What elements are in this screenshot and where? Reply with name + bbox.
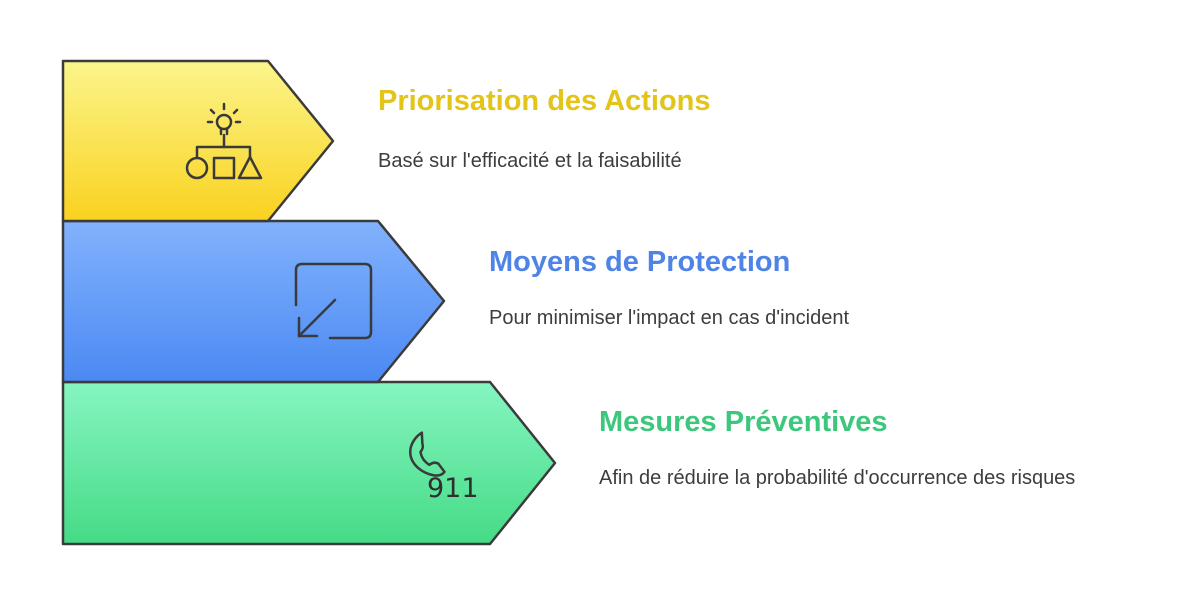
phone-911-icon: 911	[409, 431, 479, 504]
arrow-down-left-square-icon	[294, 262, 373, 340]
step-3-title: Mesures Préventives	[599, 406, 888, 438]
arrow-shape-1	[61, 59, 335, 223]
step-3-description: Afin de réduire la probabilité d'occurre…	[599, 467, 1076, 489]
step-1-description: Basé sur l'efficacité et la faisabilité	[378, 150, 682, 172]
step-1-title: Priorisation des Actions	[378, 85, 711, 117]
arrow-shape-3	[61, 380, 557, 546]
step-2-title: Moyens de Protection	[489, 246, 791, 278]
icon-911-label: 911	[427, 473, 479, 504]
arrow-shape-2	[61, 219, 446, 384]
step-2-description: Pour minimiser l'impact en cas d'inciden…	[489, 307, 849, 329]
hierarchy-lightbulb-icon	[185, 102, 263, 180]
